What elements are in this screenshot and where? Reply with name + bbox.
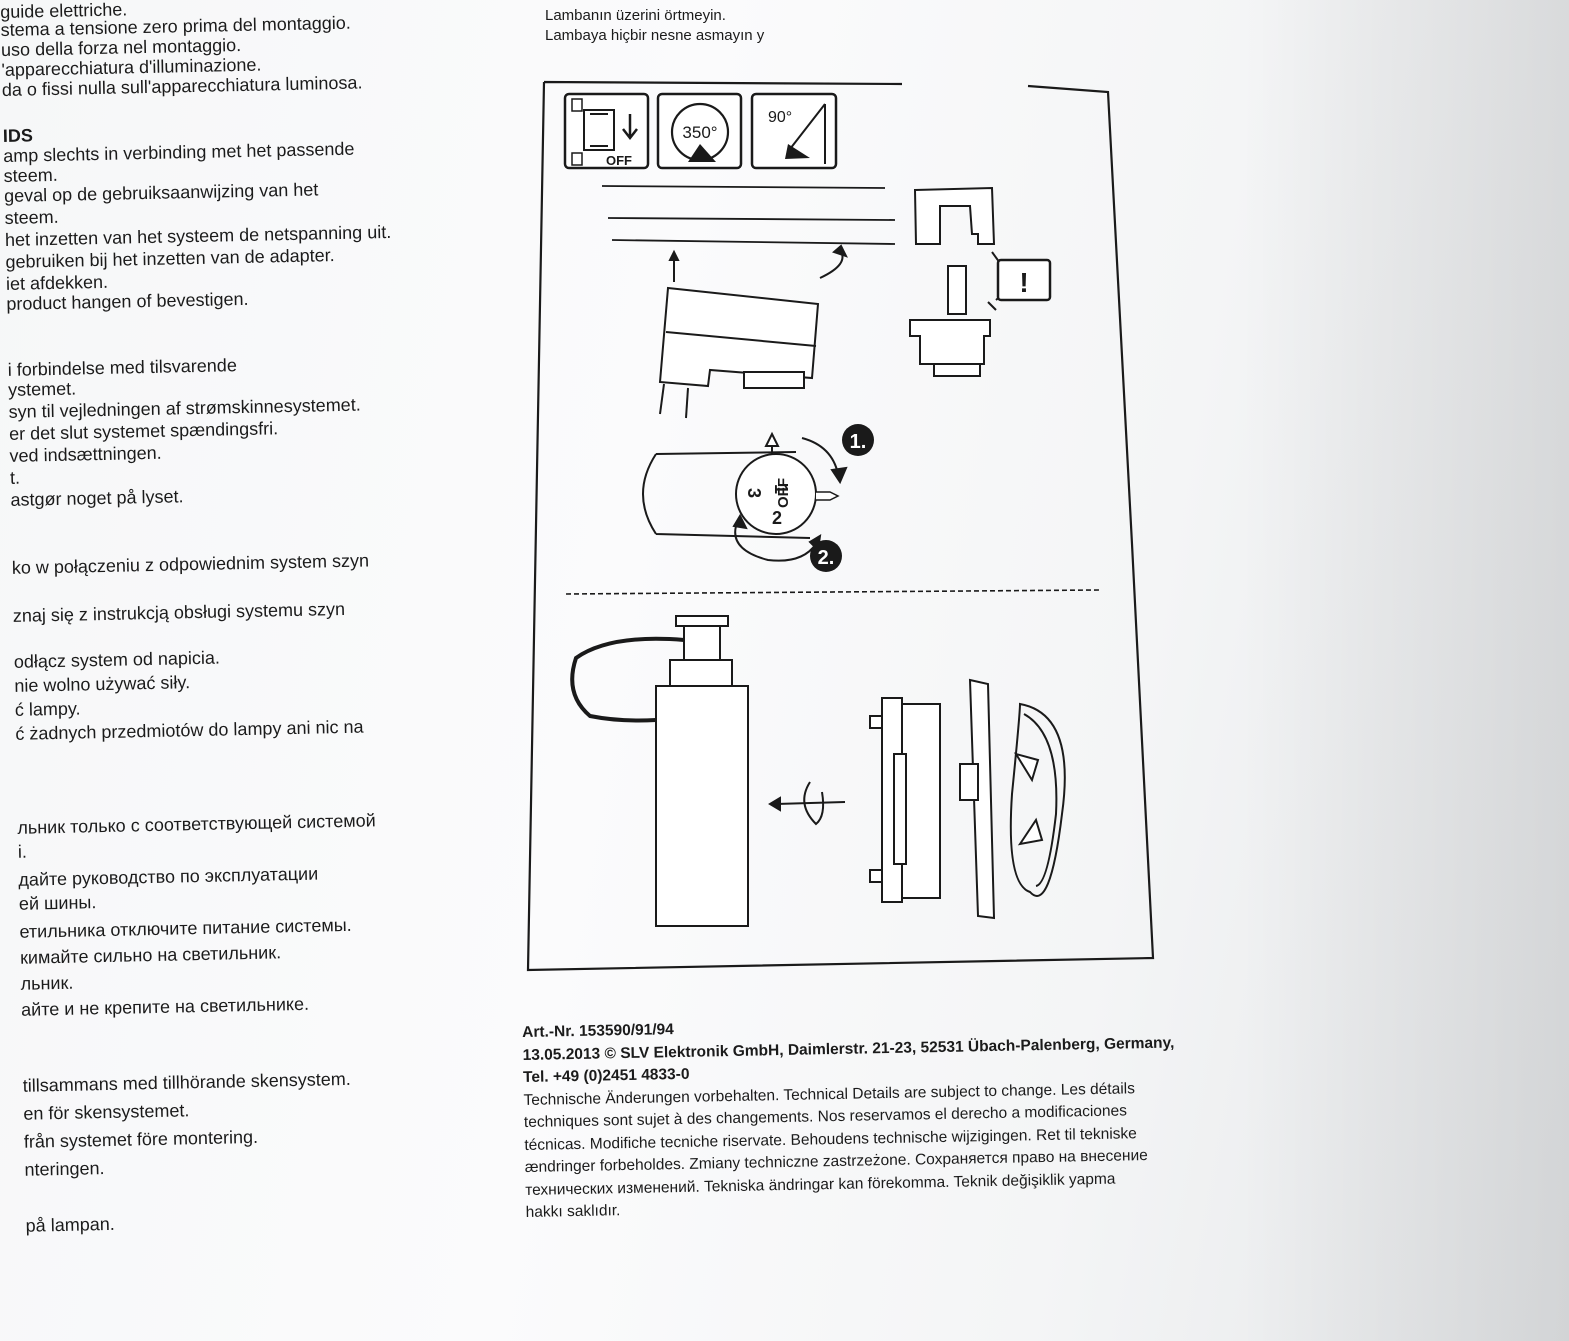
lens-assembly bbox=[869, 678, 1066, 920]
multilingual-safety-text: guide elettriche.stema a tensione zero p… bbox=[0, 0, 498, 1341]
manufacturer-footer: Art.-Nr. 153590/91/94 13.05.2013 © SLV E… bbox=[522, 1009, 1186, 1224]
safety-text-line: iet afdekken. bbox=[5, 271, 109, 294]
safety-text-line: t. bbox=[9, 467, 21, 488]
section-separator bbox=[565, 589, 1101, 595]
tilt-label: 90° bbox=[768, 109, 792, 126]
safety-text-line: steem. bbox=[4, 206, 59, 228]
insert-arrow bbox=[768, 781, 846, 826]
dial-position-1: 1 bbox=[771, 484, 791, 494]
diagram-frame bbox=[526, 80, 1155, 972]
turkish-line-1: Lambanın üzerini örtmeyin. bbox=[545, 7, 726, 24]
safety-text-line: ko w połączeniu z odpowiednim system szy… bbox=[11, 550, 370, 578]
turkish-safety-text: Lambanın üzerini örtmeyin. Lambaya hiçbi… bbox=[545, 6, 764, 46]
safety-text-line: дайте руководство по эксплуатации bbox=[18, 863, 319, 890]
safety-text-line: znaj się z instrukcją obsługi systemu sz… bbox=[12, 598, 346, 626]
paper-fold-shadow bbox=[1240, 0, 1569, 1341]
safety-text-line: i forbindelse med tilsvarende bbox=[7, 355, 238, 380]
safety-text-line: льник только с соответствующей системой bbox=[17, 810, 376, 838]
safety-text-line: ć żadnych przedmiotów do lampy ani nic n… bbox=[15, 716, 364, 744]
rotary-dial-labels: 1 3 2 OFF bbox=[744, 478, 792, 528]
alignment-detail bbox=[909, 186, 1013, 377]
turkish-line-2: Lambaya hiçbir nesne asmayın y bbox=[545, 27, 765, 44]
rotary-switch bbox=[642, 431, 848, 562]
safety-text-line: en för skensystemet. bbox=[23, 1100, 190, 1124]
mounting-diagram-svg: OFF 350° 90° bbox=[526, 80, 1155, 972]
safety-text-line: ć lampy. bbox=[14, 698, 81, 720]
dial-off-label: OFF bbox=[775, 478, 792, 508]
rotation-350-icon: 350° bbox=[656, 92, 743, 170]
safety-text-line: льник. bbox=[20, 972, 74, 994]
safety-text-line: nie wolno używać siły. bbox=[14, 672, 191, 696]
step-2-badge: 2. bbox=[810, 540, 842, 572]
safety-text-line: nteringen. bbox=[24, 1158, 105, 1180]
safety-text-line: айте и не крепите на светильнике. bbox=[20, 993, 310, 1020]
power-off-icon: OFF bbox=[563, 92, 650, 170]
safety-text-line: ystemet. bbox=[7, 378, 77, 400]
safety-text-line: på lampan. bbox=[25, 1213, 115, 1236]
safety-text-line: odłącz system od napicia. bbox=[13, 647, 221, 672]
safety-text-line: кимайте сильно на светильник. bbox=[19, 942, 282, 968]
track-adapter bbox=[658, 244, 848, 419]
rotation-label: 350° bbox=[682, 123, 717, 142]
safety-text-line: ей шины. bbox=[18, 892, 97, 914]
step-1-badge: 1. bbox=[842, 424, 874, 456]
safety-text-line: product hangen of bevestigen. bbox=[6, 288, 249, 314]
step-2-label: 2. bbox=[818, 547, 835, 569]
warning-mark: ! bbox=[1019, 267, 1028, 298]
safety-text-line: amp slechts in verbinding met het passen… bbox=[3, 138, 355, 166]
safety-text-line: і. bbox=[17, 841, 28, 862]
warning-icon: ! bbox=[996, 258, 1052, 302]
spotlight-body bbox=[570, 615, 749, 927]
safety-text-line: er det slut systemet spændingsfri. bbox=[8, 418, 279, 444]
safety-text-line: från systemet före montering. bbox=[23, 1126, 259, 1152]
dial-position-3: 3 bbox=[744, 488, 764, 498]
tilt-90-icon: 90° bbox=[750, 92, 838, 170]
track-rail bbox=[601, 185, 896, 245]
safety-text-line: IDS bbox=[2, 125, 34, 146]
dial-position-2: 2 bbox=[772, 508, 782, 528]
safety-text-line: tillsammans med tillhörande skensystem. bbox=[22, 1068, 352, 1096]
safety-text-line: steem. bbox=[3, 164, 58, 186]
safety-text-line: ved indsættningen. bbox=[9, 442, 162, 466]
safety-text-line: astgør noget på lyset. bbox=[10, 486, 184, 510]
off-label: OFF bbox=[606, 153, 632, 168]
mounting-diagram: OFF 350° 90° bbox=[520, 74, 1170, 984]
step-1-label: 1. bbox=[850, 431, 867, 453]
safety-text-line: етильника отключите питание системы. bbox=[19, 914, 352, 942]
safety-text-line: gebruiken bij het inzetten van de adapte… bbox=[5, 245, 335, 272]
